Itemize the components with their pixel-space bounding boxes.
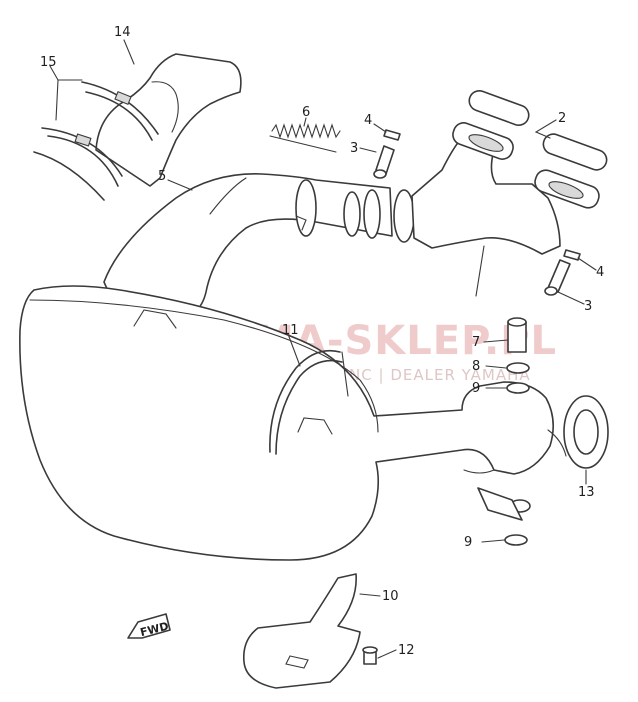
callout-8: 8 <box>472 359 480 374</box>
callout-3-upper: 3 <box>350 141 358 156</box>
callout-14: 14 <box>114 25 131 40</box>
callout-4-lower: 4 <box>596 265 604 280</box>
callout-4-upper: 4 <box>364 113 372 128</box>
callout-9-lower: 9 <box>464 535 472 550</box>
part-8-washer <box>506 362 530 374</box>
callout-7: 7 <box>472 335 480 350</box>
leader-lines <box>49 39 597 659</box>
part-9-washer-lower <box>504 534 528 546</box>
part-7-collar <box>507 317 527 353</box>
part-6-spring <box>269 123 341 153</box>
part-3-bolt-lower <box>544 259 571 296</box>
part-14-heat-cover <box>95 53 242 187</box>
part-10-bracket <box>242 573 361 689</box>
part-12-bolt <box>362 646 378 665</box>
part-5-exhaust-pipe <box>103 173 415 321</box>
part-4-nut-upper <box>383 129 401 141</box>
part-15-clamp-bands <box>33 81 159 201</box>
callout-5: 5 <box>158 169 166 184</box>
callout-15: 15 <box>40 55 57 70</box>
callout-3-lower: 3 <box>584 299 592 314</box>
part-13-gasket <box>563 395 609 469</box>
callout-12: 12 <box>398 643 415 658</box>
part-9-washer-upper <box>506 382 530 394</box>
callout-11: 11 <box>282 323 299 338</box>
part-4-nut-lower <box>563 249 581 261</box>
part-2-exhaust-manifold <box>411 90 608 255</box>
callout-9-upper: 9 <box>472 381 480 396</box>
callout-13: 13 <box>578 485 595 500</box>
fwd-direction-arrow: FWD <box>127 613 171 639</box>
part-11-muffler-band <box>269 349 349 455</box>
callout-10: 10 <box>382 589 399 604</box>
callout-6: 6 <box>302 105 310 120</box>
part-3-bolt-upper <box>373 145 395 179</box>
callout-numbers: 14 15 5 6 4 3 2 4 3 7 8 9 11 13 9 10 12 <box>40 25 604 658</box>
callout-2: 2 <box>558 111 566 126</box>
muffler-body <box>19 285 567 561</box>
